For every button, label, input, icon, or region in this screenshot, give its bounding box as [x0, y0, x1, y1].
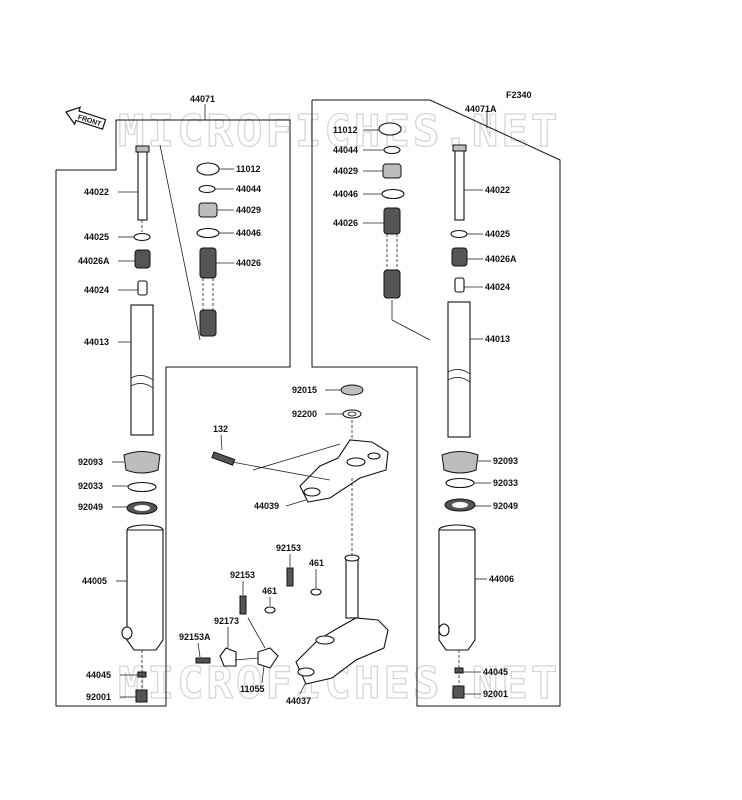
figure-code: F2340: [506, 90, 532, 100]
left-label-44044: 44044: [236, 184, 261, 194]
left-fork-spring-stack: [159, 144, 220, 341]
center-label-92153A: 92153A: [179, 632, 211, 642]
left-label-44022: 44022: [84, 187, 109, 197]
right-fork-frame: [311, 99, 561, 707]
right-label-44026: 44026: [333, 218, 358, 228]
left-label-44046: 44046: [236, 228, 261, 238]
right-label-44046: 44046: [333, 189, 358, 199]
left-label-44025: 44025: [84, 232, 109, 242]
center-label-461-b: 461: [262, 586, 277, 596]
left-label-92033: 92033: [78, 481, 103, 491]
right-label-44026A: 44026A: [485, 254, 517, 264]
left-label-92001: 92001: [86, 692, 111, 702]
right-label-11012: 11012: [333, 125, 358, 135]
right-fork-parts: [438, 144, 479, 699]
left-label-44026A: 44026A: [78, 256, 110, 266]
center-parts: [195, 384, 389, 685]
left-fork-parts: [121, 145, 164, 703]
left-fork-frame: [55, 119, 291, 707]
front-arrow-icon: FRONT: [65, 106, 107, 130]
center-label-92200: 92200: [292, 409, 317, 419]
center-labels: 92015 92200 132 44039 92153 461 92153 46…: [179, 385, 343, 706]
center-label-461-a: 461: [309, 558, 324, 568]
left-label-44024: 44024: [84, 285, 109, 295]
right-label-44044: 44044: [333, 145, 358, 155]
right-label-44024: 44024: [485, 282, 510, 292]
right-label-44006: 44006: [489, 574, 514, 584]
left-label-44005: 44005: [82, 576, 107, 586]
center-label-44037: 44037: [286, 696, 311, 706]
center-label-92173: 92173: [214, 616, 239, 626]
left-label-11012: 11012: [236, 164, 261, 174]
left-fork-labels: 11012 44044 44029 44046 44026 44022 4402…: [78, 164, 261, 702]
right-group-label: 44071A: [465, 104, 497, 114]
left-label-92049: 92049: [78, 502, 103, 512]
left-group-label: 44071: [190, 94, 215, 104]
left-label-44013: 44013: [84, 337, 109, 347]
right-label-44045: 44045: [483, 667, 508, 677]
center-label-132: 132: [213, 424, 228, 434]
left-label-44029: 44029: [236, 205, 261, 215]
right-label-92033: 92033: [493, 478, 518, 488]
right-label-44029: 44029: [333, 166, 358, 176]
center-label-92015: 92015: [292, 385, 317, 395]
left-label-44026: 44026: [236, 258, 261, 268]
right-fork-labels: 11012 44044 44029 44046 44026 44022 4402…: [333, 125, 518, 699]
right-label-44025: 44025: [485, 229, 510, 239]
right-label-92093: 92093: [493, 456, 518, 466]
right-label-92049: 92049: [493, 501, 518, 511]
right-label-92001: 92001: [483, 689, 508, 699]
right-label-44013: 44013: [485, 334, 510, 344]
watermark-top: MICROFICHES.NET: [118, 106, 560, 157]
right-label-44022: 44022: [485, 185, 510, 195]
left-label-44045: 44045: [86, 670, 111, 680]
left-label-92093: 92093: [78, 457, 103, 467]
center-label-92153-b: 92153: [230, 570, 255, 580]
center-label-44039: 44039: [254, 501, 279, 511]
center-label-92153-a: 92153: [276, 543, 301, 553]
center-label-11055: 11055: [240, 684, 265, 694]
right-fork-spring-stack: [378, 122, 431, 341]
